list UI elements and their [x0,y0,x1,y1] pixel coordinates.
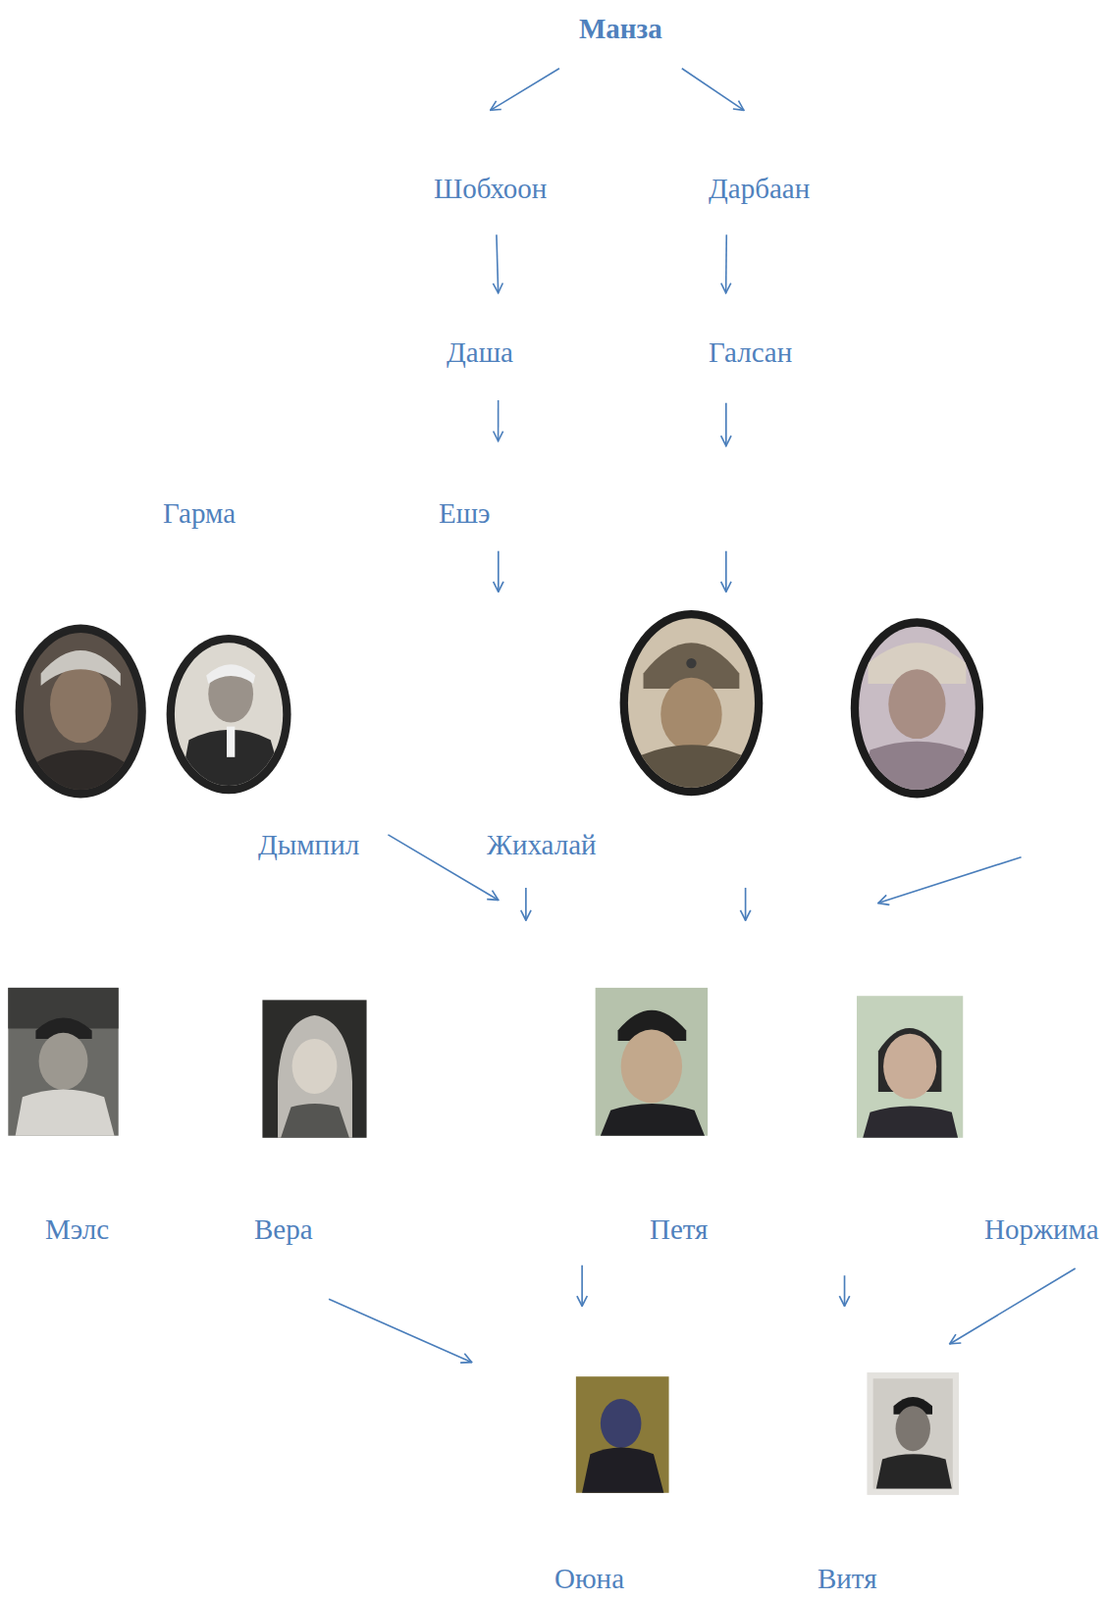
name-text: Оюна [552,1562,627,1597]
oval-portrait [620,610,764,796]
lineage-arrow [497,400,500,442]
person-name: Витя [815,1562,880,1597]
photo-portrait [866,1372,959,1496]
person-name: Ешэ [436,496,493,531]
lineage-arrows [328,403,1076,1364]
person-name: Даша [444,335,516,370]
person-name: Петя [647,1213,710,1248]
oval-portrait [166,634,292,794]
name-text: Петя [647,1213,710,1248]
lineage-arrow [949,1268,1076,1345]
name-text: Дарбаан [706,171,812,207]
photo-portrait [856,996,963,1139]
name-text: Галсан [706,335,794,370]
name-text: Норжима [982,1213,1102,1248]
person-name: Дарбаан [706,171,812,207]
person-name: Шобхоон [431,171,549,207]
oval-portrait [15,625,149,833]
lineage-arrow [525,888,528,921]
lineage-arrow [682,68,744,111]
name-text: Мэлс [43,1213,111,1248]
name-text: Гарма [160,496,238,531]
lineage-arrow [744,888,747,921]
name-text: Даша [444,335,516,370]
lineage-arrow [725,403,728,447]
person-name: Норжима [982,1213,1102,1248]
lineage-arrow [844,1275,846,1307]
lineage-arrow [387,835,498,901]
lineage-arrow [497,551,500,593]
name-text: Витя [815,1562,880,1597]
name-text: Дымпил [256,828,362,863]
name-text: Манза [577,11,665,47]
name-text: Вера [252,1213,316,1248]
person-name: Мэлс [43,1213,111,1248]
lineage-arrow [725,234,728,293]
name-text: Ешэ [436,496,493,531]
person-name: Вера [252,1213,316,1248]
photo-portrait [576,1376,670,1494]
photo-portrait [595,988,708,1137]
lineage-arrow [496,234,499,293]
lineage-arrow [490,68,560,111]
lineage-arrow [725,551,728,593]
name-text: Жихалай [484,828,599,863]
person-name: Галсан [706,335,794,370]
lineage-arrow [580,1266,583,1308]
person-name: Гарма [160,496,238,531]
lineage-arrow [328,1299,473,1363]
photo-portrait [262,1000,367,1138]
lineage-arrow [878,857,1022,904]
person-name: Оюна [552,1562,627,1597]
oval-portrait [850,618,984,798]
person-name: Дымпил [256,828,362,863]
person-name: Жихалай [484,828,599,863]
name-text: Шобхоон [431,171,549,207]
person-name: Манза [577,11,665,47]
photo-portrait [7,988,118,1137]
